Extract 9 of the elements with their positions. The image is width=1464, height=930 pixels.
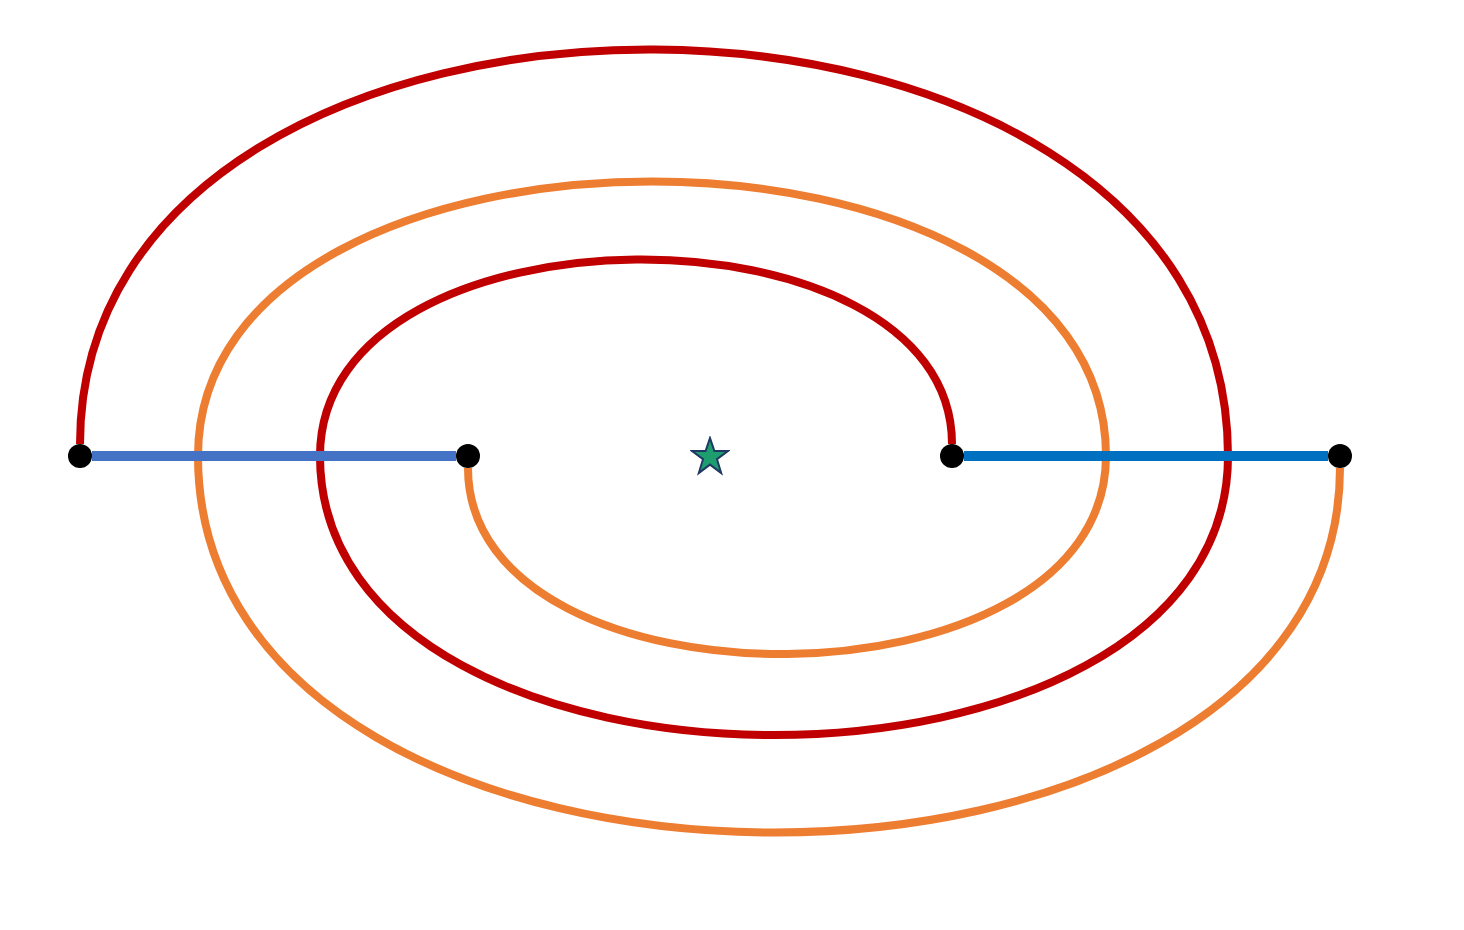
star-icon — [690, 436, 730, 476]
dot — [940, 444, 964, 468]
curve — [76, 46, 1232, 738]
dot — [1328, 444, 1352, 468]
curve — [194, 177, 1344, 836]
dot — [456, 444, 480, 468]
dot — [68, 444, 92, 468]
line-segment — [92, 451, 456, 461]
line-segment — [964, 451, 1328, 461]
